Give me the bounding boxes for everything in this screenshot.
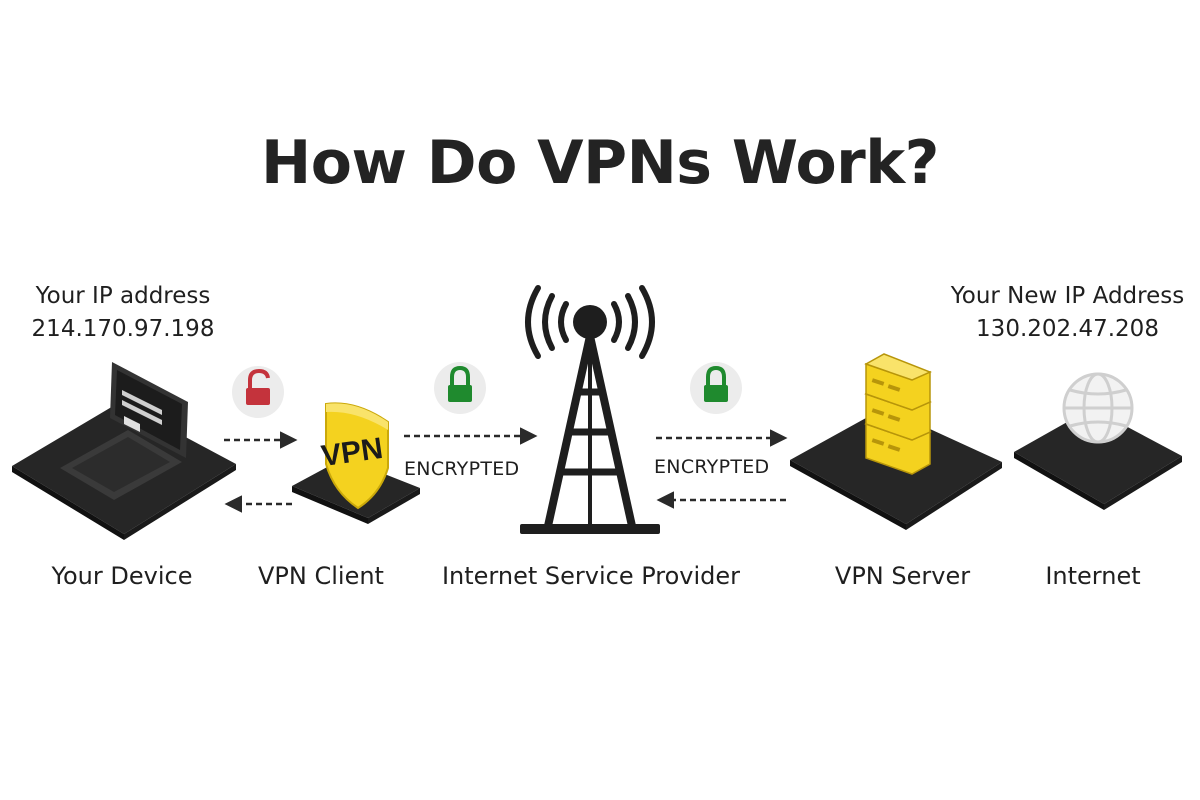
- node-label-isp: Internet Service Provider: [441, 562, 741, 590]
- padlock-icon: [690, 362, 742, 414]
- source-ip-block: Your IP address 214.170.97.198: [8, 280, 238, 346]
- unlocked-padlock-icon: [232, 366, 284, 418]
- page-title: How Do VPNs Work?: [261, 128, 939, 198]
- encrypted-label: ENCRYPTED: [404, 458, 520, 480]
- node-label-server: VPN Server: [834, 562, 971, 590]
- radio-tower-icon: [520, 285, 660, 534]
- node-label-client: VPN Client: [258, 562, 384, 590]
- new-ip-value: 130.202.47.208: [976, 316, 1159, 342]
- node-label-internet: Internet: [1045, 562, 1141, 590]
- source-ip-label: Your IP address: [35, 283, 211, 309]
- server-stack-icon: [790, 353, 1002, 530]
- node-label-device: Your Device: [51, 562, 193, 590]
- laptop-icon: [12, 362, 236, 540]
- new-ip-block: Your New IP Address 130.202.47.208: [935, 280, 1200, 346]
- vpn-shield-icon: [292, 402, 420, 524]
- encrypted-label: ENCRYPTED: [654, 456, 770, 478]
- source-ip-value: 214.170.97.198: [31, 316, 215, 342]
- padlock-icon: [434, 362, 486, 414]
- globe-icon: [1014, 372, 1182, 510]
- new-ip-label: Your New IP Address: [950, 283, 1185, 309]
